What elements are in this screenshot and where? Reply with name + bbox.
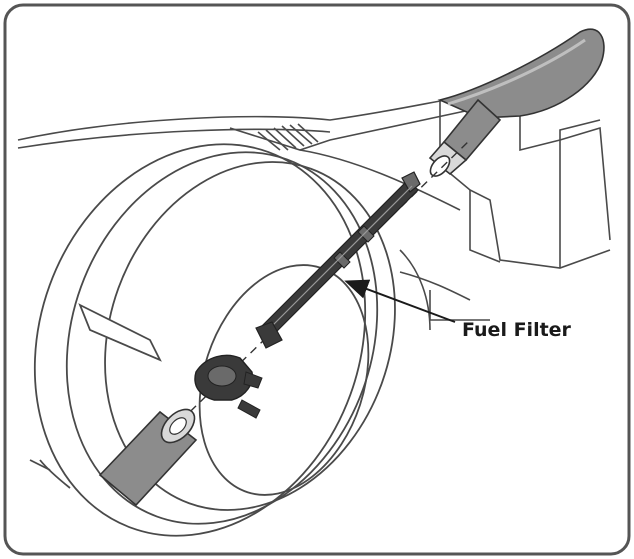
callout-arrow xyxy=(344,279,456,323)
lower-fuel-hose xyxy=(98,408,198,507)
engine-body-outline xyxy=(17,95,611,331)
filter-tip xyxy=(255,321,283,349)
handle-grip xyxy=(437,28,605,119)
fuel-filter-rod xyxy=(261,171,421,337)
fuel-filter-label: Fuel Filter xyxy=(462,319,572,341)
upper-fuel-hose xyxy=(428,98,502,177)
cover-housing xyxy=(29,143,396,537)
hose-clamp xyxy=(194,354,263,419)
